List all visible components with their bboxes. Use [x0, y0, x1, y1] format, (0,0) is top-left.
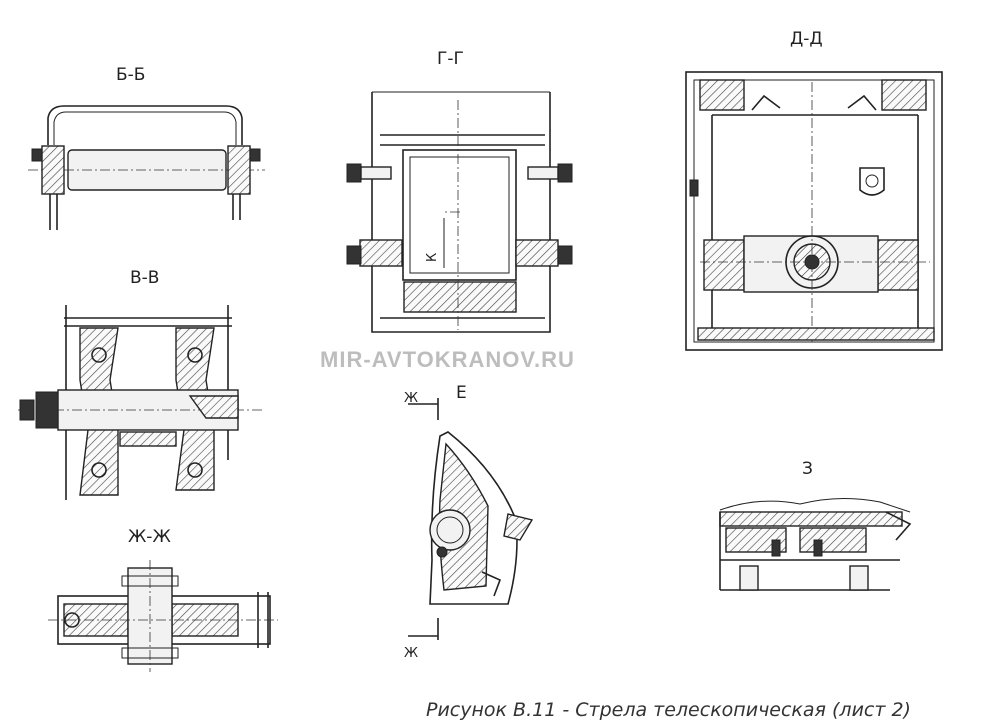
section-zhzh-label: Ж-Ж	[128, 527, 171, 547]
section-dd-label: Д-Д	[790, 29, 823, 49]
section-gg-drawing: Г-Г К	[346, 49, 573, 333]
site-watermark: MIR-AVTOKRANOV.RU	[320, 347, 575, 372]
section-z-drawing: З	[719, 459, 912, 591]
figure-caption: Рисунок В.11 - Стрела телескопическая (л…	[426, 699, 911, 721]
section-bb-drawing: Б-Б	[28, 65, 265, 230]
section-e-label: Е	[456, 383, 467, 403]
section-gg-label: Г-Г	[437, 49, 464, 69]
section-e-drawing: Е Ж Ж	[404, 383, 534, 661]
section-bb-label: Б-Б	[116, 65, 145, 85]
section-vv-label: В-В	[130, 268, 159, 288]
section-zhzh-drawing: Ж-Ж	[48, 527, 278, 672]
marker-zh-top: Ж	[404, 391, 418, 406]
marker-k: К	[425, 253, 440, 262]
section-vv-drawing: В-В	[18, 268, 262, 500]
section-z-label: З	[802, 459, 813, 479]
section-dd-drawing: Д-Д	[685, 29, 943, 351]
marker-zh-bottom: Ж	[404, 646, 418, 661]
